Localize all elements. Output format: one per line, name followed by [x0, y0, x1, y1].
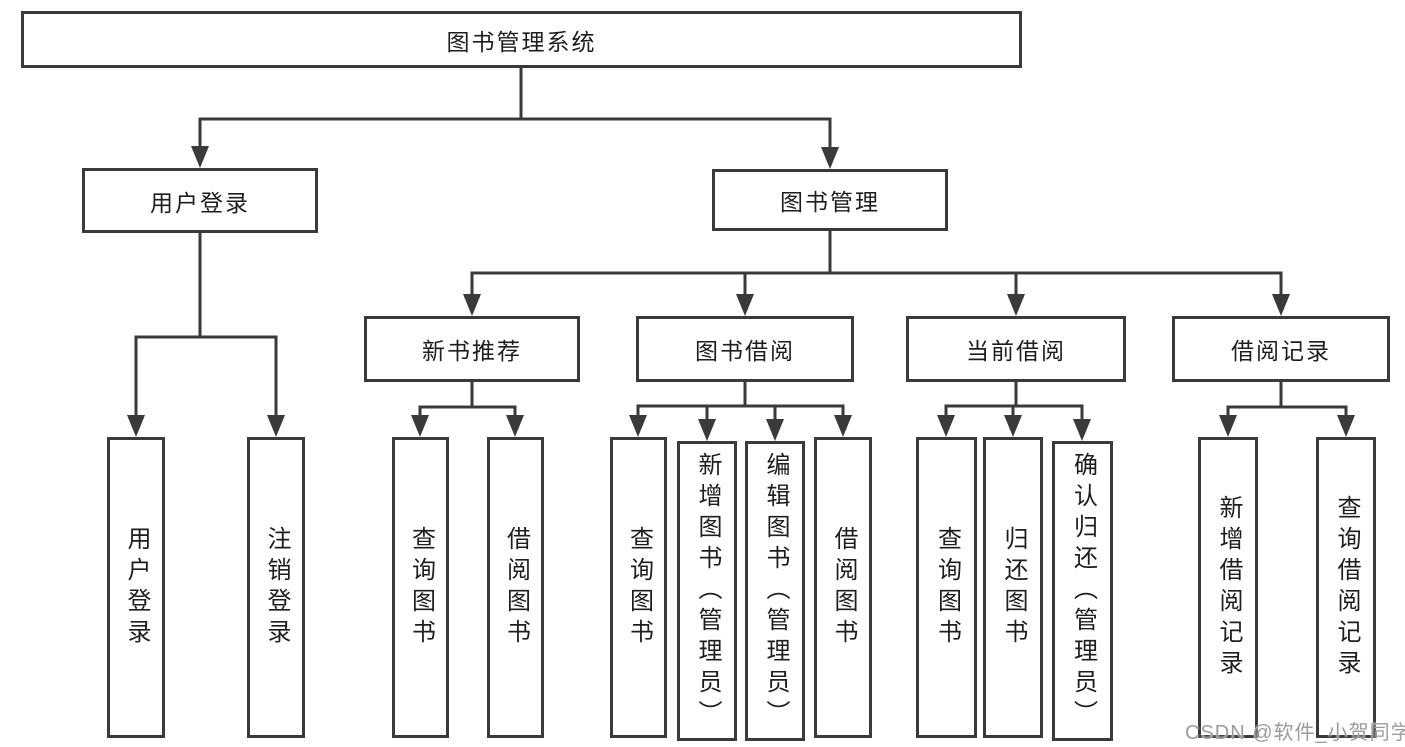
- node-book-management: 图书管理: [712, 169, 948, 231]
- leaf-borrowing-borrow-books: 借阅图书: [814, 437, 872, 738]
- leaf-borrowing-query-books: 查询图书: [610, 437, 667, 738]
- leaf-recommend-borrow-books: 借阅图书: [487, 437, 544, 738]
- watermark: CSDN @软件_小贺同学: [1185, 722, 1405, 744]
- leaf-user-login: 用户登录: [107, 437, 165, 738]
- node-book-borrowing: 图书借阅: [636, 316, 854, 382]
- node-new-book-recommend: 新书推荐: [364, 316, 580, 382]
- leaf-edit-books-admin: 编辑图书（管理员）: [745, 441, 805, 741]
- node-current-borrowing: 当前借阅: [906, 316, 1126, 382]
- leaf-add-borrow-record: 新增借阅记录: [1198, 437, 1258, 738]
- leaf-return-books: 归还图书: [983, 437, 1043, 738]
- leaf-recommend-query-books: 查询图书: [392, 437, 449, 738]
- leaf-query-borrow-record: 查询借阅记录: [1316, 437, 1376, 738]
- node-root: 图书管理系统: [21, 11, 1022, 68]
- leaf-current-query-books: 查询图书: [916, 437, 977, 738]
- node-user-login: 用户登录: [82, 168, 318, 233]
- node-borrowing-records: 借阅记录: [1172, 316, 1390, 382]
- leaf-logout: 注销登录: [247, 437, 305, 738]
- leaf-confirm-return-admin: 确认归还（管理员）: [1052, 441, 1113, 741]
- leaf-add-books-admin: 新增图书（管理员）: [677, 441, 737, 741]
